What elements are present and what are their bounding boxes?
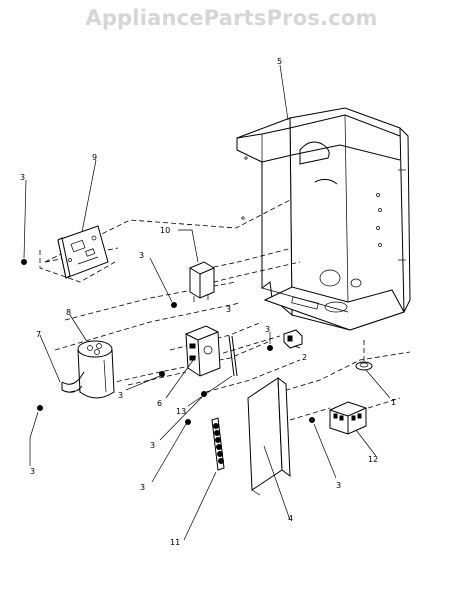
part-4-mounting-plate <box>247 376 291 496</box>
part-8-capacitor <box>77 340 115 399</box>
callout-6: 6 <box>157 399 162 408</box>
part-10-relay <box>189 261 215 302</box>
callout-3-contactor: 3 <box>336 481 341 490</box>
callout-3-clip: 3 <box>265 325 270 334</box>
part-9-control-board <box>57 225 109 279</box>
part-7-capacitor-strap <box>61 371 85 393</box>
part-12-contactor <box>329 401 367 435</box>
callout-11: 11 <box>170 538 180 547</box>
callout-9: 9 <box>92 153 97 162</box>
part-1-grommet <box>355 361 373 371</box>
callout-3-strap: 3 <box>30 467 35 476</box>
part-6-bracket <box>185 325 221 377</box>
callout-3-board: 3 <box>20 173 25 182</box>
callout-3-relay: 3 <box>139 251 144 260</box>
callout-labels: 1 2 3 3 3 3 3 3 3 3 3 4 5 6 7 8 9 10 11 … <box>20 57 396 547</box>
watermark: AppliancePartsPros.com <box>85 6 378 30</box>
callout-13: 13 <box>176 407 186 416</box>
callout-3-rod: 3 <box>150 441 155 450</box>
callout-7: 7 <box>36 330 41 339</box>
callout-10: 10 <box>160 226 170 235</box>
screws <box>21 259 315 425</box>
leader-lines <box>23 64 391 541</box>
callout-3-board-2: 3 <box>226 305 231 314</box>
part-5-control-box <box>236 107 411 331</box>
callout-12: 12 <box>368 455 378 464</box>
callout-3-strip: 3 <box>140 483 145 492</box>
callout-2: 2 <box>302 353 307 362</box>
part-2-clip <box>283 329 303 349</box>
callout-5: 5 <box>277 57 282 66</box>
part-11-terminal-strip <box>211 417 225 471</box>
callout-4: 4 <box>288 514 293 523</box>
part-13-terminal-rod <box>228 335 238 377</box>
callout-1: 1 <box>391 398 396 407</box>
callout-8: 8 <box>66 308 71 317</box>
callout-3-bracket: 3 <box>118 391 123 400</box>
